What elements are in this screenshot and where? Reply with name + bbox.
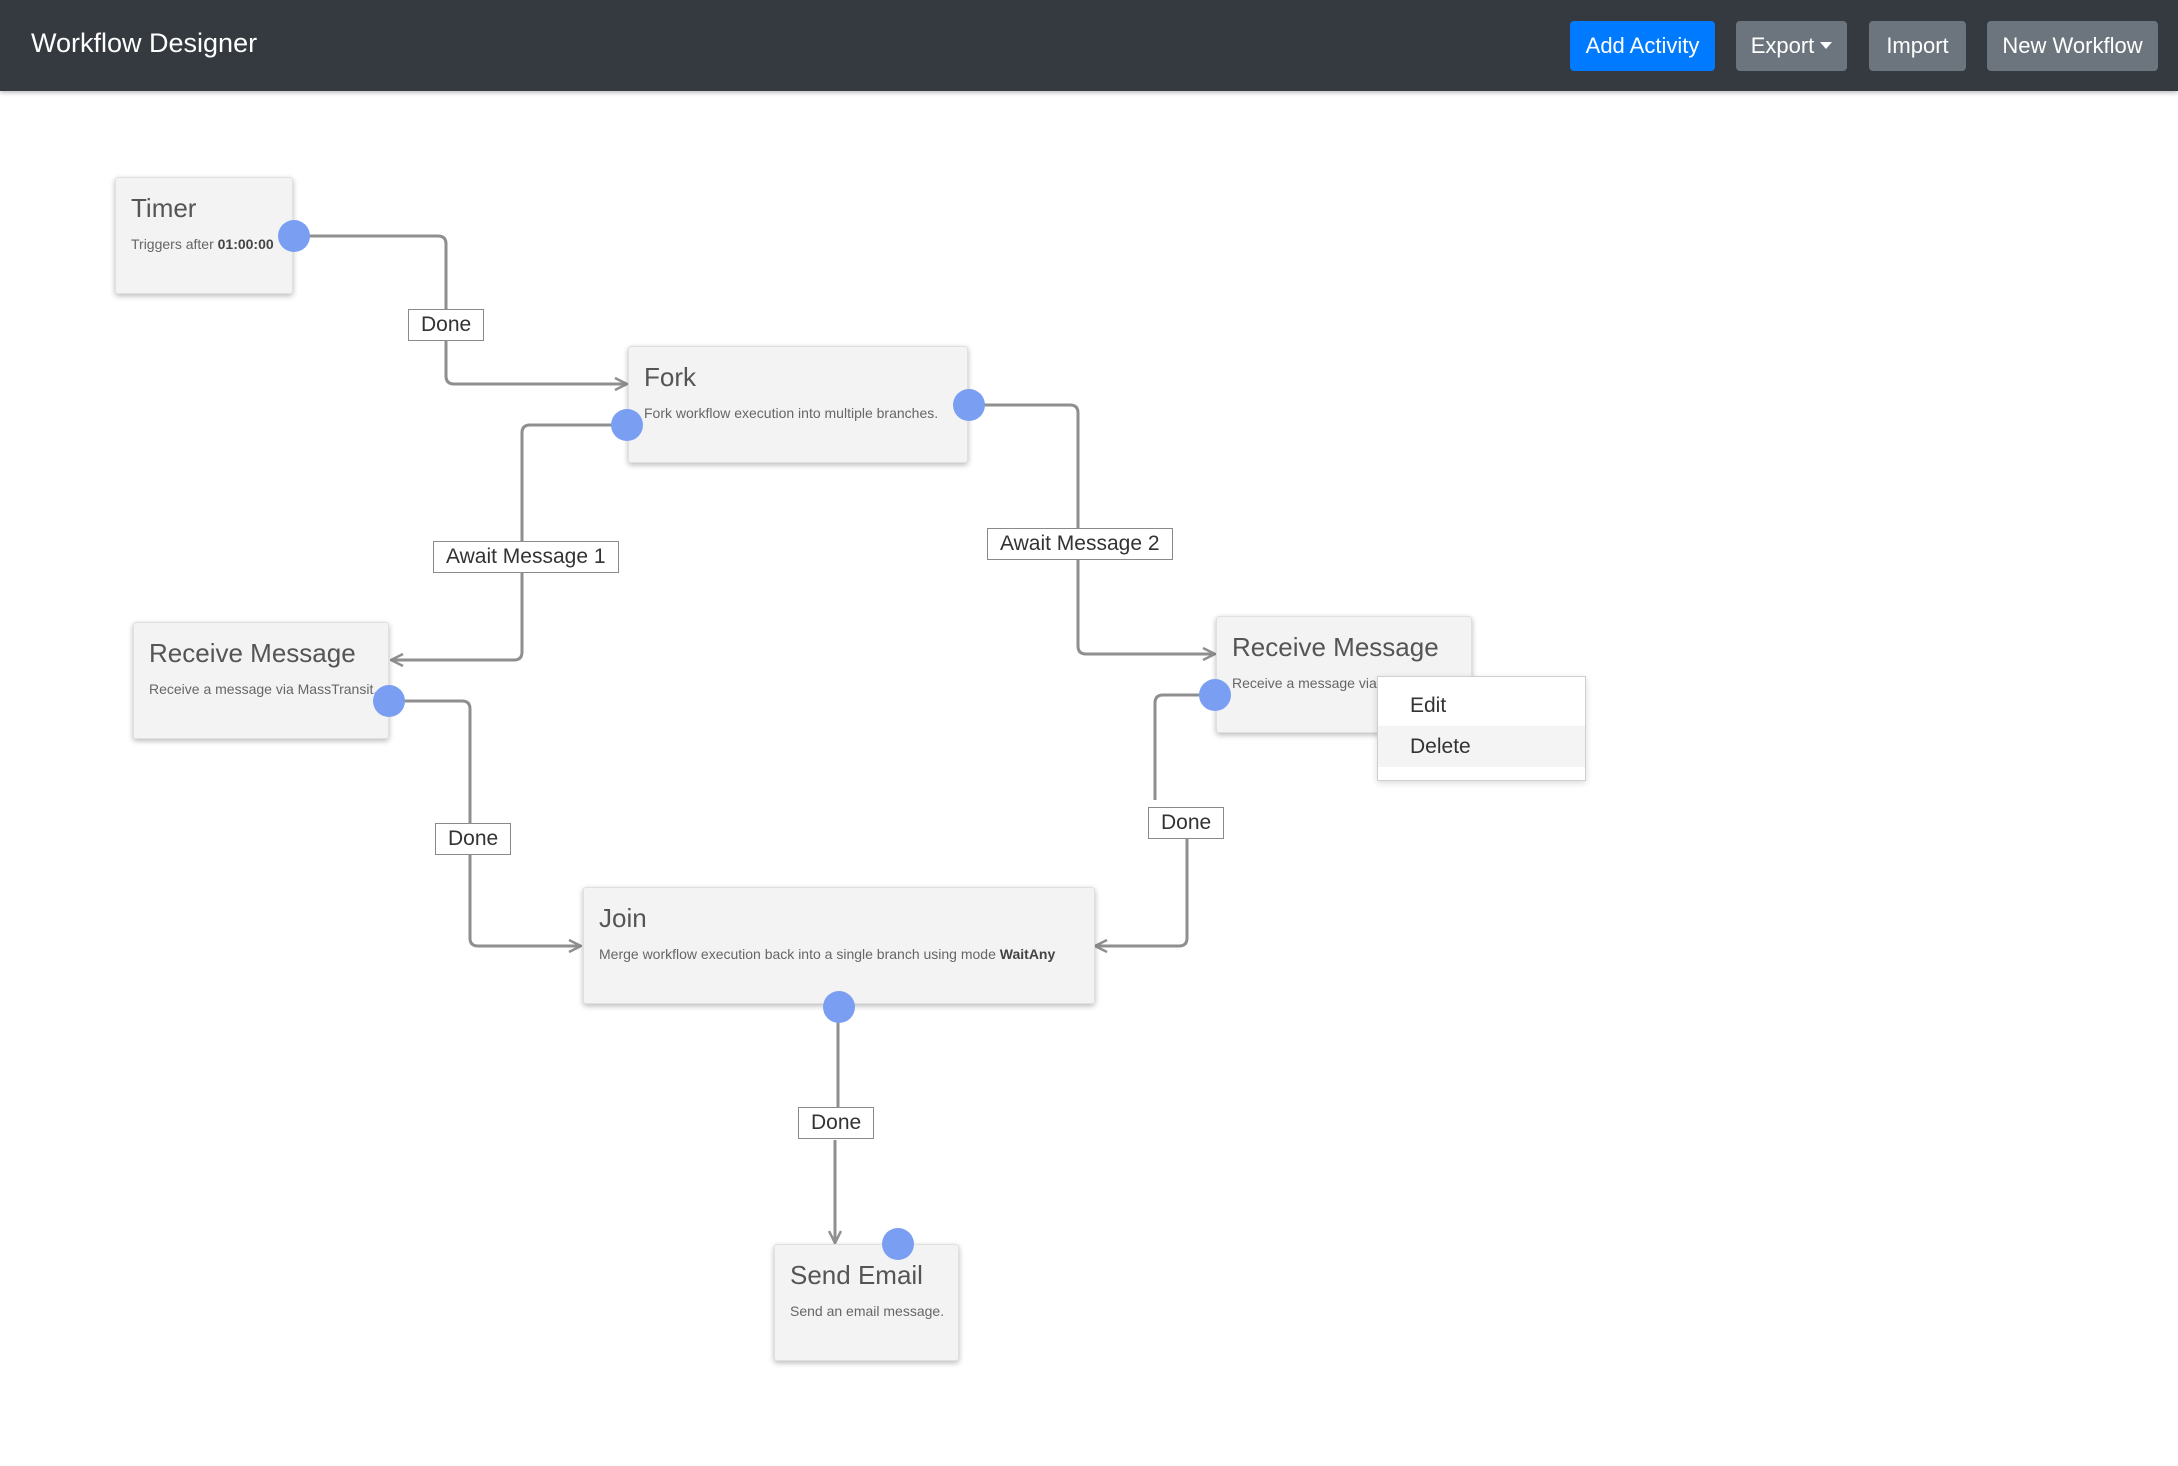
connection-label-join-done[interactable]: Done bbox=[798, 1107, 875, 1139]
activity-description: Fork workflow execution into multiple br… bbox=[644, 405, 939, 421]
activity-send-email[interactable]: Send Email Send an email message. bbox=[774, 1244, 959, 1361]
export-dropdown-button[interactable]: Export bbox=[1736, 21, 1847, 71]
endpoint-timer-done[interactable] bbox=[278, 220, 310, 252]
export-label: Export bbox=[1750, 33, 1815, 58]
activity-title: Send Email bbox=[790, 1260, 923, 1290]
activity-description: Merge workflow execution back into a sin… bbox=[599, 946, 1056, 962]
activity-title: Join bbox=[599, 903, 647, 933]
endpoint-receive2-done[interactable] bbox=[1199, 679, 1231, 711]
caret-down-icon bbox=[1820, 42, 1833, 50]
connection-label-await-message-1[interactable]: Await Message 1 bbox=[433, 541, 619, 573]
connection-label-receive1-done[interactable]: Done bbox=[435, 823, 512, 855]
endpoint-fork-branch1[interactable] bbox=[611, 409, 643, 441]
activity-description: Send an email message. bbox=[790, 1303, 945, 1319]
connection-label-await-message-2[interactable]: Await Message 2 bbox=[987, 528, 1173, 560]
endpoint-receive1-done[interactable] bbox=[373, 685, 405, 717]
activity-title: Fork bbox=[644, 362, 696, 392]
activity-description: Receive a message via MassTransit. bbox=[149, 681, 378, 697]
activity-title: Receive Message bbox=[1232, 632, 1439, 662]
activity-fork[interactable]: Fork Fork workflow execution into multip… bbox=[628, 346, 968, 463]
activity-title: Timer bbox=[131, 193, 197, 223]
add-activity-button[interactable]: Add Activity bbox=[1570, 21, 1715, 71]
connection-label-receive2-done[interactable]: Done bbox=[1148, 807, 1225, 839]
connection-label-timer-done[interactable]: Done bbox=[408, 309, 485, 341]
new-workflow-button[interactable]: New Workflow bbox=[1987, 21, 2158, 71]
app-title: Workflow Designer bbox=[31, 28, 258, 58]
context-menu: Edit Delete bbox=[1377, 676, 1586, 781]
endpoint-fork-branch2[interactable] bbox=[953, 389, 985, 421]
context-menu-edit[interactable]: Edit bbox=[1410, 694, 1447, 717]
navbar: Workflow Designer Add Activity Export Im… bbox=[0, 0, 2178, 91]
activity-receive-message-1[interactable]: Receive Message Receive a message via Ma… bbox=[133, 622, 389, 739]
activity-join[interactable]: Join Merge workflow execution back into … bbox=[583, 887, 1095, 1004]
activity-receive-message-2[interactable]: Receive Message Receive a message via bbox=[1216, 616, 1472, 733]
activity-description: Receive a message via bbox=[1232, 675, 1377, 691]
context-menu-delete[interactable]: Delete bbox=[1378, 726, 1585, 767]
endpoint-join-done[interactable] bbox=[823, 991, 855, 1023]
activity-description: Triggers after 01:00:00 bbox=[131, 236, 274, 252]
activity-timer[interactable]: Timer Triggers after 01:00:00 bbox=[115, 177, 293, 294]
activity-title: Receive Message bbox=[149, 638, 356, 668]
import-button[interactable]: Import bbox=[1869, 21, 1966, 71]
designer-canvas[interactable] bbox=[0, 91, 2178, 1466]
endpoint-send-email[interactable] bbox=[882, 1228, 914, 1260]
